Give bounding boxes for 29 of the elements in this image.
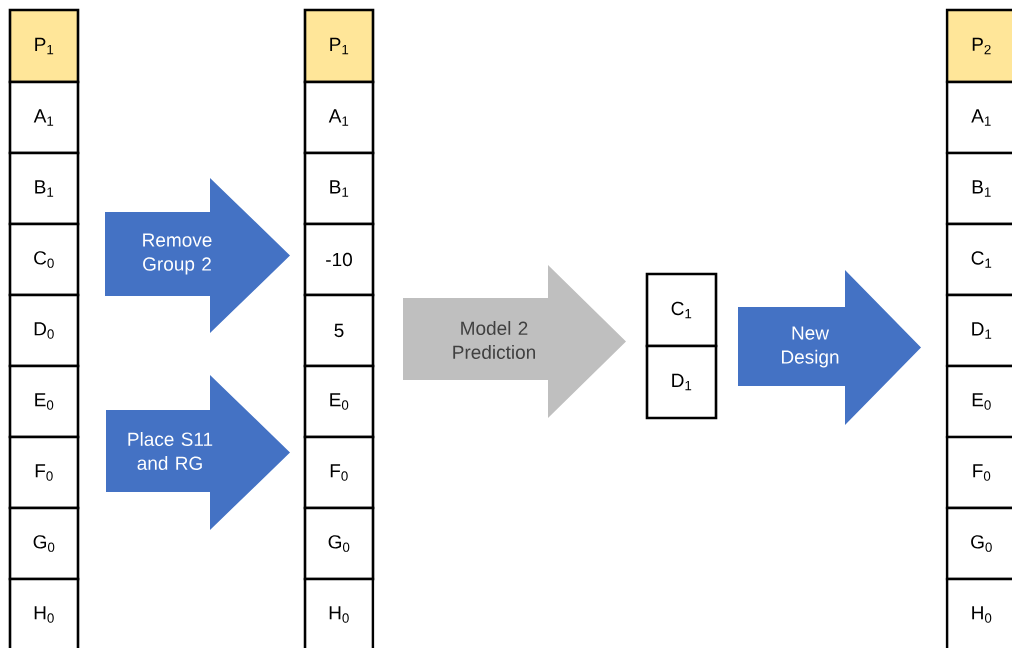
table-cell: F$_{0}$ — [8, 435, 80, 510]
table-cell: B$_{1}$ — [8, 151, 80, 226]
table-cell: B$_{1}$ — [303, 151, 375, 226]
table-cell: E$_{0}$ — [945, 364, 1012, 439]
table-cell: B$_{1}$ — [945, 151, 1012, 226]
table-cell: C$_{0}$ — [8, 222, 80, 297]
table-cell: E$_{0}$ — [303, 364, 375, 439]
table-cell: G$_{0}$ — [303, 506, 375, 581]
table-cell: -10 — [303, 222, 375, 297]
table-cell: D$_{1}$ — [645, 344, 718, 420]
table-cell: C$_{1}$ — [645, 272, 718, 348]
table-cell: H$_{0}$ — [945, 577, 1012, 648]
table-cell: A$_{1}$ — [303, 80, 375, 155]
table-cell: A$_{1}$ — [945, 80, 1012, 155]
table-cell: H$_{0}$ — [8, 577, 80, 648]
table-cell: F$_{0}$ — [303, 435, 375, 510]
table-cell: P$_{1}$ — [303, 8, 375, 84]
table-cell: D$_{1}$ — [945, 293, 1012, 368]
table-cell: P$_{2}$ — [945, 8, 1012, 84]
table-cell: C$_{1}$ — [945, 222, 1012, 297]
table-cell: F$_{0}$ — [945, 435, 1012, 510]
table-cell: P$_{1}$ — [8, 8, 80, 84]
table-cell: D$_{0}$ — [8, 293, 80, 368]
table-cell: A$_{1}$ — [8, 80, 80, 155]
table-cell: H$_{0}$ — [303, 577, 375, 648]
table-cell: E$_{0}$ — [8, 364, 80, 439]
table-cell: G$_{0}$ — [8, 506, 80, 581]
table-cell: G$_{0}$ — [945, 506, 1012, 581]
table-cell: 5 — [303, 293, 375, 368]
